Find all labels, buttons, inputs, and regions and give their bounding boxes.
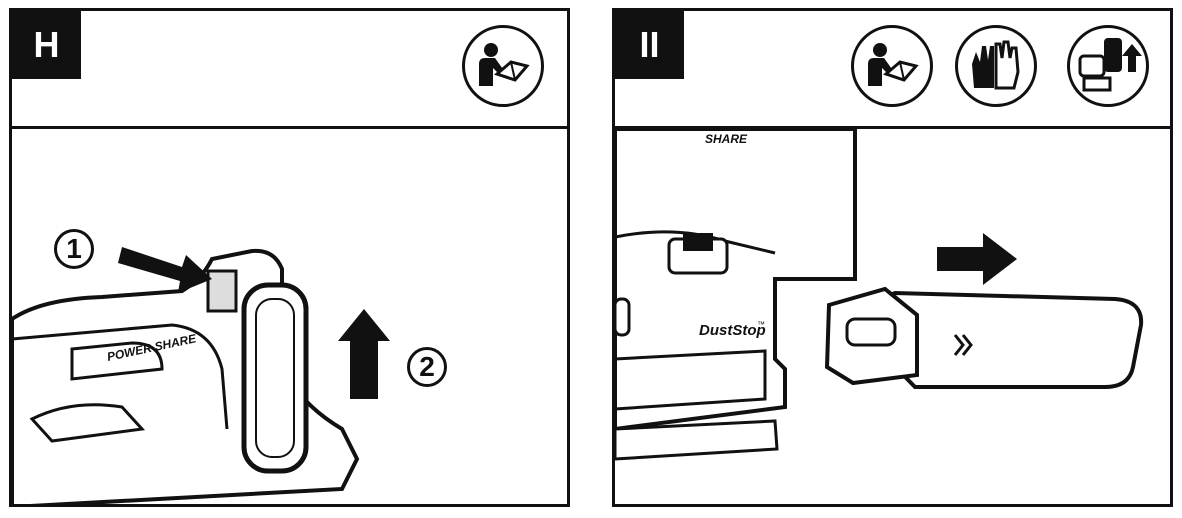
- duststop-label: DustStop: [699, 322, 766, 339]
- panel-header: H: [12, 11, 567, 129]
- read-manual-icon: [851, 25, 933, 107]
- illustration-detach-canister: DustStop ™ SHARE: [615, 127, 1170, 504]
- step-badge: H: [12, 11, 81, 79]
- panel-header: II: [615, 11, 1170, 129]
- read-manual-icon: [462, 25, 544, 107]
- gloves-icon: [955, 25, 1037, 107]
- step-panel-h: H POWER SHARE: [9, 8, 570, 507]
- share-label: SHARE: [705, 132, 748, 146]
- step-panel-ii: II: [612, 8, 1173, 507]
- illustration-remove-dust-canister: POWER SHARE 1 2: [12, 129, 567, 504]
- remove-battery-icon: [1067, 25, 1149, 107]
- step-badge: II: [615, 11, 684, 79]
- callout-1: 1: [54, 229, 94, 269]
- callout-2: 2: [407, 347, 447, 387]
- trademark-mark: ™: [757, 320, 765, 329]
